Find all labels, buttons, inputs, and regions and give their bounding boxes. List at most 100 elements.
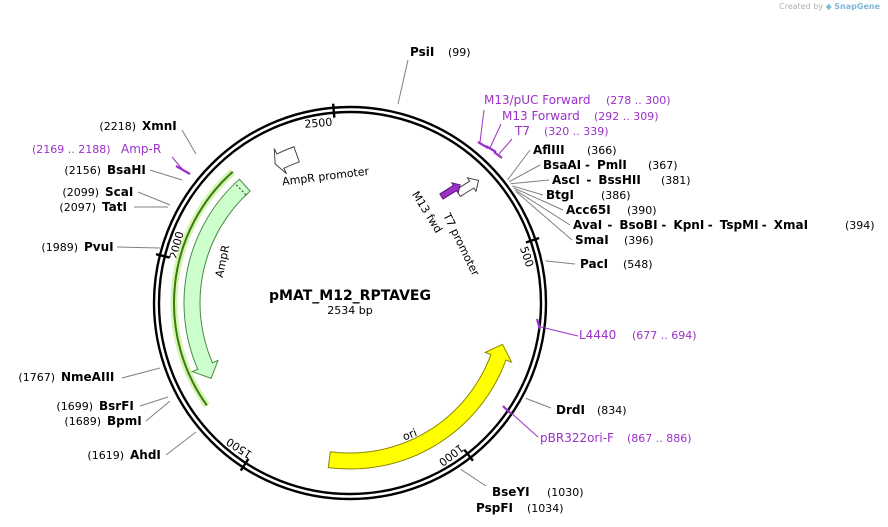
feature-ampr-promoter-label: AmpR promoter [281,165,370,189]
primer-range: (2169 .. 2188) [32,143,111,156]
enzyme-name: BsoBI [619,218,657,232]
enzyme-name: AvaI [573,218,602,232]
feature-t7-promoter-arrow[interactable] [454,174,483,200]
enzyme-name: PsiI [410,45,434,59]
enzyme-name: AflIII [533,143,565,157]
position-tick-label: 2500 [304,116,333,131]
site-leader-line [508,164,541,183]
primer-leader-line [489,123,502,149]
enzyme-site-acc65i[interactable]: Acc65I(390) [566,203,657,217]
enzyme-position: (1619) [87,449,124,462]
enzyme-site-pvui[interactable]: PvuI(1989) [41,240,113,254]
enzyme-name: NmeAIII [61,370,114,384]
primer-pbr322ori-f[interactable]: pBR322ori-F(867 .. 886) [502,405,692,445]
ampr-segment-divider [234,183,247,196]
enzyme-site-bsrfi[interactable]: BsrFI (1699) [56,399,133,413]
enzyme-site-bseyi[interactable]: BseYI(1030) [492,485,584,499]
primer-amp-r[interactable]: Amp-R(2169 .. 2188) [32,142,191,175]
enzyme-site-btgi[interactable]: BtgI(386) [546,188,631,202]
feature-ampr-arrow[interactable] [183,178,251,379]
primer-m13-puc-forward[interactable]: M13/pUC Forward(278 .. 300) [477,93,671,149]
site-leader-line [511,185,544,196]
primer-range: (292 .. 309) [594,110,659,123]
enzyme-name: XmaI [774,218,808,232]
enzyme-site-xmni[interactable]: XmnI (2218) [99,119,176,133]
enzyme-name: AhdI [130,448,161,462]
enzyme-site-avai[interactable]: AvaI-BsoBI-KpnI-TspMI-XmaI(394) [573,218,875,232]
enzyme-site-ahdi[interactable]: AhdI (1619) [87,448,160,462]
enzyme-site-afliii[interactable]: AflIII(366) [533,143,617,157]
enzyme-site-asci[interactable]: AscI-BssHII(381) [552,173,691,187]
site-leader-line [145,400,171,422]
position-tick [155,252,170,259]
enzyme-site-nmeaiii[interactable]: NmeAIII(1767) [18,370,114,384]
position-tick [525,236,540,244]
primer-leader-line [171,156,184,171]
feature-ampr-promoter-arrow[interactable] [273,146,300,175]
enzyme-site-bsahi[interactable]: BsaHI(2156) [64,163,145,177]
feature-ampr-label: AmpR [213,244,233,279]
enzyme-site-bpmi[interactable]: BpmI(1689) [64,414,141,428]
feature-ori-label: ori [401,426,419,443]
enzyme-name: KpnI [673,218,704,232]
site-leader-line [116,246,161,249]
enzyme-position: (2156) [64,164,101,177]
enzyme-site-paci[interactable]: PacI(548) [580,257,653,271]
site-leader-line [460,469,487,487]
enzyme-name: DrdI [556,403,585,417]
enzyme-position: (1699) [56,400,93,413]
site-leader-line [139,396,169,407]
feature-ori-arrow[interactable] [327,343,513,470]
enzyme-position: (381) [661,174,691,187]
enzyme-name: BpmI [107,414,142,428]
position-tick [463,448,474,462]
site-leader-line [510,179,550,185]
enzyme-separator: - [708,218,713,232]
enzyme-name: SmaI [575,233,609,247]
primer-name: T7 [514,124,530,138]
enzyme-position: (2099) [62,186,99,199]
enzyme-position: (2218) [99,120,136,133]
primer-binding-mark [493,151,503,159]
site-leader-line [514,189,571,226]
snapgene-logo-icon: ◆ [825,2,832,11]
primer-range: (677 .. 694) [632,329,697,342]
enzyme-site-pspfi[interactable]: PspFI (1034) [476,501,564,515]
primer-leader-line [498,138,513,155]
enzyme-site-bsaai[interactable]: BsaAI-PmlI(367) [543,158,678,172]
primer-name: L4440 [579,328,616,342]
enzyme-name: XmnI [142,119,177,133]
enzyme-site-psii[interactable]: PsiI(99) [410,45,471,59]
snapgene-credit: Created by ◆ SnapGene [779,2,880,11]
enzyme-name: PspFI [476,501,513,515]
primer-name: pBR322ori-F [540,431,614,445]
enzyme-position: (1030) [547,486,584,499]
plasmid-size: 2534 bp [327,304,372,317]
enzyme-site-tati[interactable]: TatI(2097) [59,200,127,214]
enzyme-site-scai[interactable]: ScaI(2099) [62,185,133,199]
enzyme-name: BsaAI [543,158,581,172]
enzyme-site-drdi[interactable]: DrdI(834) [556,403,627,417]
backbone-outer-strand [152,105,548,501]
primer-l4440[interactable]: L4440 (677 .. 694) [535,318,697,342]
enzyme-position: (367) [648,159,678,172]
primer-m13-forward[interactable]: M13 Forward(292 .. 309) [485,109,659,153]
enzyme-position: (2097) [59,201,96,214]
feature-m13-fwd-arrow[interactable] [438,180,463,202]
enzyme-name: BsrFI [99,399,134,413]
site-leader-line [545,260,576,265]
enzyme-position: (1034) [527,502,564,515]
site-leader-line [165,431,197,456]
site-leader-line [121,367,161,379]
enzyme-name: TspMI [720,218,759,232]
enzyme-position: (386) [601,189,631,202]
primer-range: (278 .. 300) [606,94,671,107]
position-tick-label-group: 500 [517,245,536,269]
backbone-inner-strand [157,110,543,496]
enzyme-site-smai[interactable]: SmaI(396) [575,233,654,247]
primer-t7[interactable]: T7(320 .. 339) [493,124,609,159]
primer-binding-mark [502,405,511,414]
enzyme-name: Acc65I [566,203,611,217]
feature-m13-fwd-label: M13 fwd [409,189,445,235]
